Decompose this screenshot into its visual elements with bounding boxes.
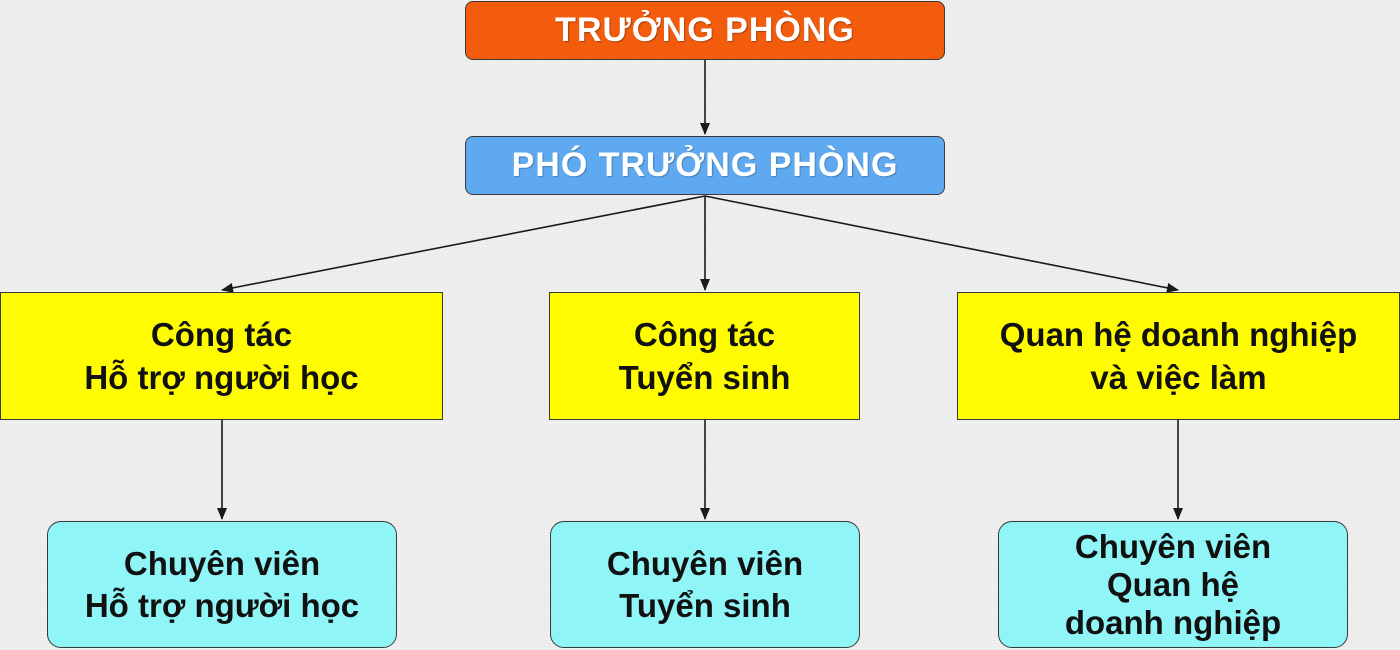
connector-deputy-to-dept-3 xyxy=(704,195,1179,293)
department-label-line: Hỗ trợ người học xyxy=(84,359,359,396)
department-box-business-relations: Quan hệ doanh nghiệp và việc làm xyxy=(957,292,1400,420)
department-box-admissions: Công tác Tuyển sinh xyxy=(549,292,860,420)
deputy-head-label: PHÓ TRƯỞNG PHÒNG xyxy=(511,146,899,184)
department-label-line: Công tác xyxy=(150,316,293,353)
department-box-student-support: Công tác Hỗ trợ người học xyxy=(0,292,443,420)
head-of-department-box: TRƯỞNG PHÒNG xyxy=(465,1,945,60)
staff-box-business-relations: Chuyên viên Quan hệ doanh nghiệp xyxy=(998,521,1348,648)
head-of-department-label: TRƯỞNG PHÒNG xyxy=(555,11,855,49)
connector-deputy-to-dept-1 xyxy=(221,195,706,293)
department-label-line: và việc làm xyxy=(1090,359,1267,396)
staff-box-admissions: Chuyên viên Tuyển sinh xyxy=(550,521,860,648)
department-label-line: Tuyển sinh xyxy=(618,359,791,396)
staff-label-line: Chuyên viên xyxy=(606,544,804,582)
staff-label-line: Tuyển sinh xyxy=(619,586,791,624)
department-label-line: Quan hệ doanh nghiệp xyxy=(999,316,1358,353)
deputy-head-box: PHÓ TRƯỞNG PHÒNG xyxy=(465,136,945,195)
staff-label-line: Chuyên viên xyxy=(123,544,321,582)
staff-label-line: Chuyên viên xyxy=(1074,527,1272,565)
staff-box-student-support: Chuyên viên Hỗ trợ người học xyxy=(47,521,397,648)
department-label-line: Công tác xyxy=(633,316,776,353)
staff-label-line: Hỗ trợ người học xyxy=(84,586,360,624)
staff-label-line: doanh nghiệp xyxy=(1064,603,1282,641)
staff-label-line: Quan hệ xyxy=(1106,565,1240,603)
